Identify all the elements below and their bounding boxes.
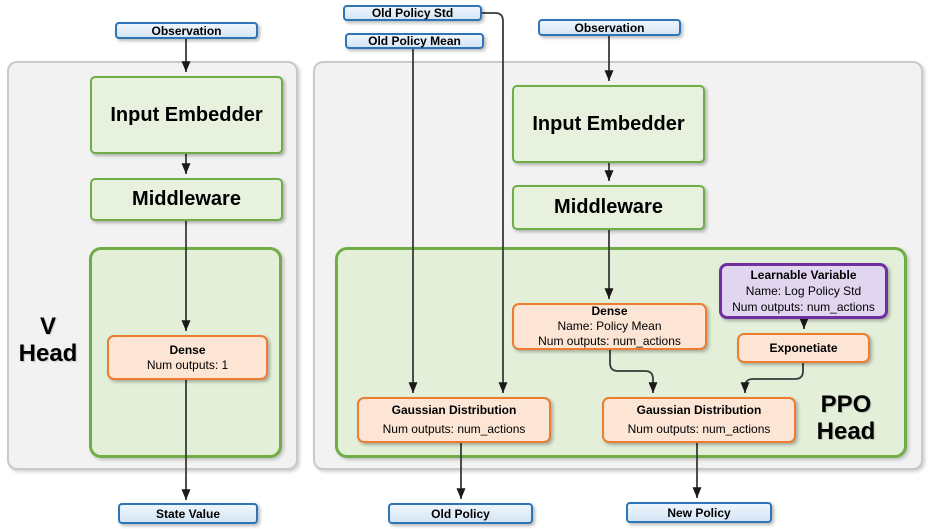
gaussian-old-outputs: Num outputs: num_actions xyxy=(382,422,526,436)
middleware-v: Middleware xyxy=(90,178,283,221)
exponetiate: Exponetiate xyxy=(737,333,870,363)
gaussian-old-title: Gaussian Distribution xyxy=(391,403,517,417)
old-policy-std-input: Old Policy Std xyxy=(343,5,482,21)
gaussian-new-outputs: Num outputs: num_actions xyxy=(627,422,771,436)
learnable-variable-name: Name: Log Policy Std xyxy=(745,284,862,298)
learnable-variable: Learnable Variable Name: Log Policy Std … xyxy=(719,263,888,319)
dense-policy-mean: Dense Name: Policy Mean Num outputs: num… xyxy=(512,303,707,350)
v-head-label: V Head xyxy=(8,313,88,367)
middleware-v-label: Middleware xyxy=(132,188,241,210)
observation-input-ppo: Observation xyxy=(538,19,681,36)
old-policy-std-input-label: Old Policy Std xyxy=(371,6,454,20)
middleware-ppo: Middleware xyxy=(512,185,705,230)
observation-input-ppo-label: Observation xyxy=(574,20,645,35)
learnable-variable-outputs: Num outputs: num_actions xyxy=(732,300,875,314)
gaussian-distribution-old: Gaussian Distribution Num outputs: num_a… xyxy=(357,397,551,443)
old-policy-output: Old Policy xyxy=(388,503,533,524)
input-embedder-ppo-label: Input Embedder xyxy=(532,112,685,135)
dense-v: Dense Num outputs: 1 xyxy=(107,335,268,380)
v-head-label-line1: V xyxy=(39,313,56,340)
new-policy-output: New Policy xyxy=(626,502,772,523)
v-head-label-line2: Head xyxy=(18,340,78,367)
input-embedder-v-label: Input Embedder xyxy=(110,103,263,126)
exponetiate-label: Exponetiate xyxy=(769,340,838,355)
ppo-head-label-line1: PPO xyxy=(820,391,872,418)
dense-v-title: Dense xyxy=(169,342,206,357)
dense-policy-mean-outputs: Num outputs: num_actions xyxy=(538,334,681,348)
state-value-output-label: State Value xyxy=(155,506,221,521)
middleware-ppo-label: Middleware xyxy=(554,196,663,218)
input-embedder-v: Input Embedder xyxy=(90,76,283,154)
new-policy-output-label: New Policy xyxy=(667,505,731,520)
old-policy-output-label: Old Policy xyxy=(431,506,490,521)
input-embedder-ppo: Input Embedder xyxy=(512,85,705,163)
gaussian-new-title: Gaussian Distribution xyxy=(636,403,762,417)
observation-input-v: Observation xyxy=(115,22,258,39)
dense-v-outputs: Num outputs: 1 xyxy=(146,357,229,372)
learnable-variable-title: Learnable Variable xyxy=(750,268,857,282)
old-policy-mean-input: Old Policy Mean xyxy=(345,33,484,49)
ppo-head-label-line2: Head xyxy=(816,418,876,445)
state-value-output: State Value xyxy=(118,503,258,524)
dense-policy-mean-name: Name: Policy Mean xyxy=(557,319,662,333)
ppo-head-label: PPO Head xyxy=(800,391,892,445)
observation-input-v-label: Observation xyxy=(151,23,222,38)
old-policy-mean-input-label: Old Policy Mean xyxy=(368,34,461,48)
gaussian-distribution-new: Gaussian Distribution Num outputs: num_a… xyxy=(602,397,796,443)
dense-policy-mean-title: Dense xyxy=(591,304,628,318)
